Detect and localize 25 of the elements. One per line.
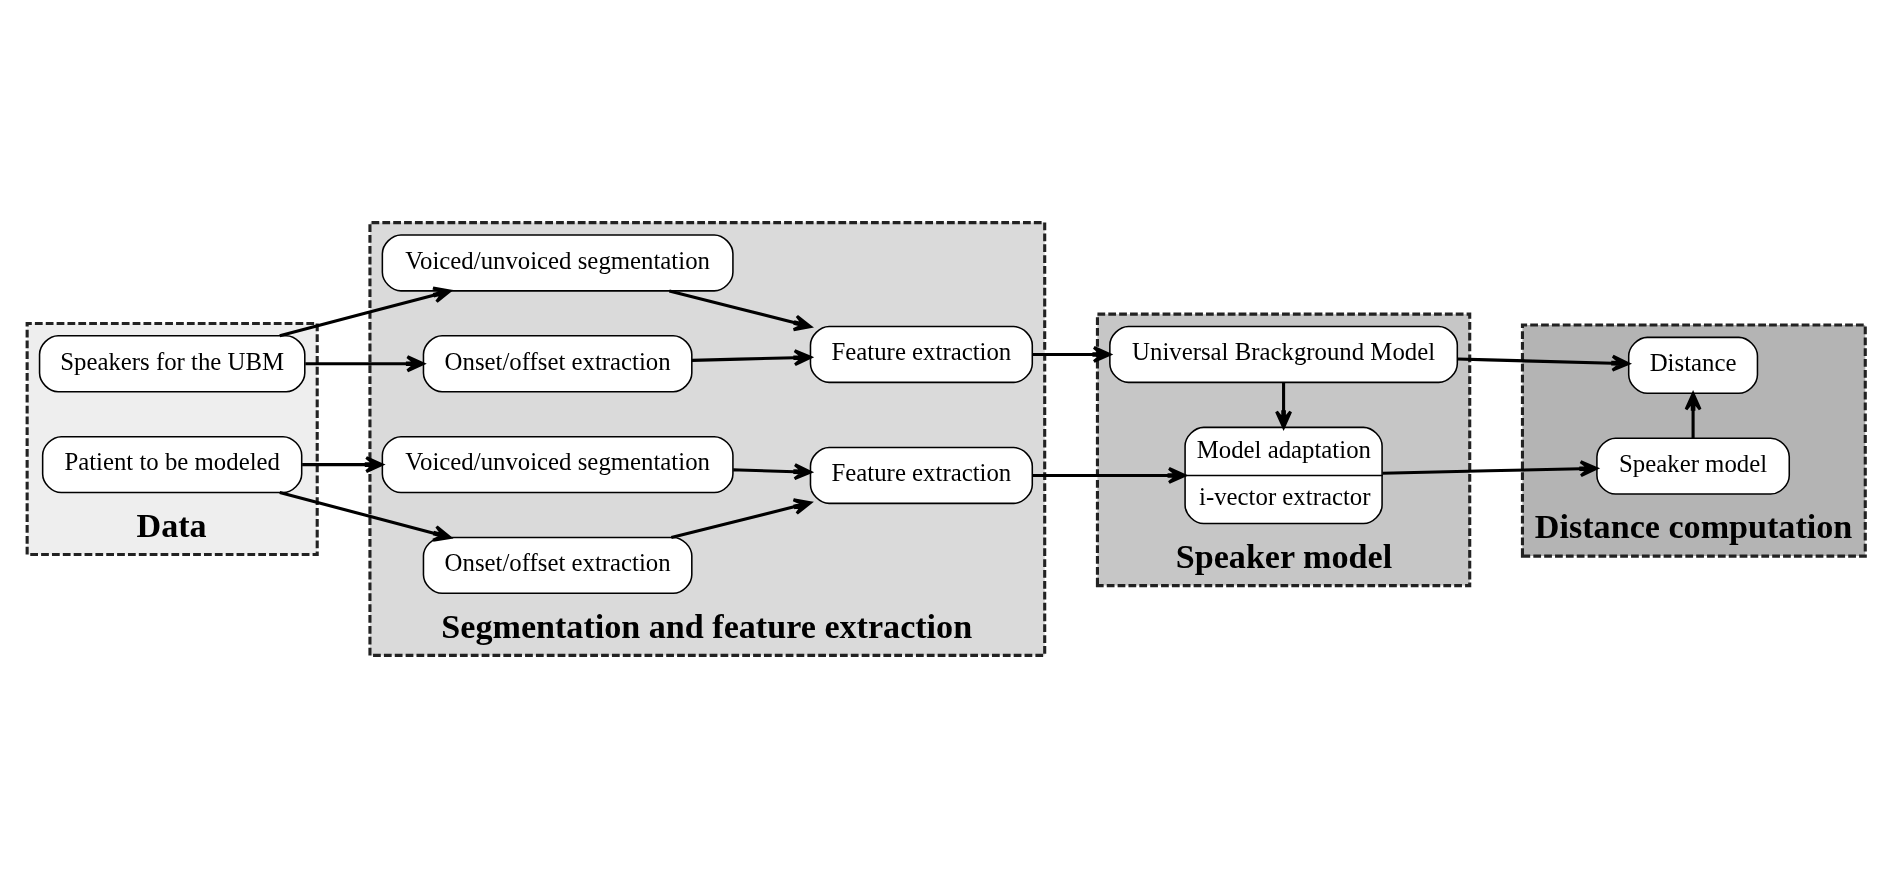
arrow (668, 288, 812, 331)
node-box: Distance (1627, 336, 1759, 394)
arrow (1275, 382, 1293, 429)
arrow (1382, 459, 1598, 477)
arrow (1684, 391, 1702, 438)
node-box: Universal Brackground Model (1109, 325, 1459, 383)
arrow (302, 455, 384, 473)
node-box: Voiced/unvoiced segmentation (381, 435, 734, 493)
node-box: Feature extraction (809, 325, 1034, 383)
node-box: Onset/offset extraction (422, 334, 693, 392)
arrow (1032, 466, 1187, 484)
node-box: Patient to be modeled (41, 435, 303, 493)
arrow (305, 354, 425, 372)
node-box: Onset/offset extraction (422, 536, 693, 594)
arrow (279, 490, 452, 542)
node-box: Feature extraction (809, 446, 1034, 504)
arrow (733, 462, 812, 480)
node-box: Voiced/unvoiced segmentation (381, 233, 734, 292)
arrow (1032, 345, 1112, 363)
node-box: Speaker model (1596, 436, 1791, 495)
arrow (691, 348, 812, 366)
arrow (670, 497, 812, 539)
arrow (1457, 354, 1630, 372)
arrow (279, 286, 452, 337)
node-box: Speakers for the UBM (38, 334, 306, 392)
